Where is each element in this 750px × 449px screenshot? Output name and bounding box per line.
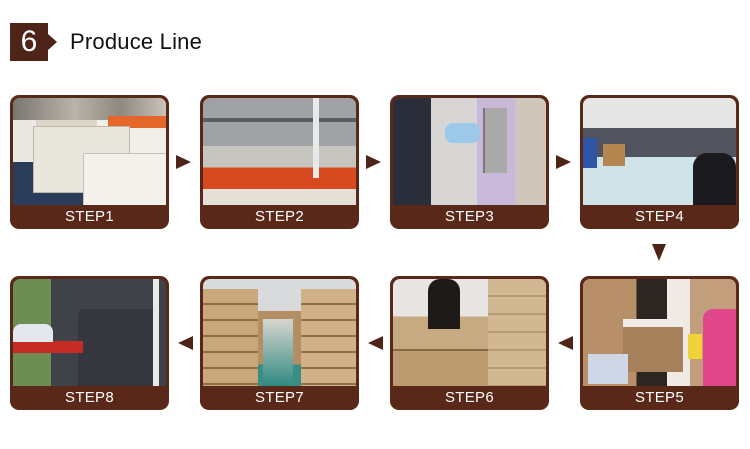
step8-photo-truck	[13, 279, 166, 386]
step7-photo-warehouse	[203, 279, 356, 386]
step6-photo-carton-packing	[393, 279, 546, 386]
step5-photo-packing	[583, 279, 736, 386]
step-card-7: STEP7	[200, 276, 359, 410]
step-label: STEP8	[64, 389, 115, 406]
step-card-3: STEP3	[390, 95, 549, 229]
step-label: STEP6	[444, 389, 495, 406]
step-label: STEP4	[634, 208, 685, 225]
arrow-left-icon	[368, 336, 383, 350]
step3-photo-welding	[393, 98, 546, 205]
arrow-right-icon	[556, 155, 571, 169]
arrow-left-icon	[558, 336, 573, 350]
step-card-4: STEP4	[580, 95, 739, 229]
arrow-down-icon	[652, 244, 666, 261]
arrow-right-icon	[176, 155, 191, 169]
step-card-6: STEP6	[390, 276, 549, 410]
section-heading: 6 Produce Line	[10, 22, 202, 62]
section-number-badge: 6	[10, 23, 57, 61]
step4-photo-assembly	[583, 98, 736, 205]
step1-photo-injection-molding	[13, 98, 166, 205]
step-card-5: STEP5	[580, 276, 739, 410]
section-title: Produce Line	[70, 29, 203, 54]
arrow-left-icon	[178, 336, 193, 350]
step-label: STEP1	[64, 208, 115, 225]
step-card-1: STEP1	[10, 95, 169, 229]
step-card-2: STEP2	[200, 95, 359, 229]
step-label: STEP3	[444, 208, 495, 225]
step-label: STEP7	[254, 389, 305, 406]
step2-photo-production-line	[203, 98, 356, 205]
step-card-8: STEP8	[10, 276, 169, 410]
step-label: STEP2	[254, 208, 305, 225]
step-label: STEP5	[634, 389, 685, 406]
arrow-right-icon	[366, 155, 381, 169]
